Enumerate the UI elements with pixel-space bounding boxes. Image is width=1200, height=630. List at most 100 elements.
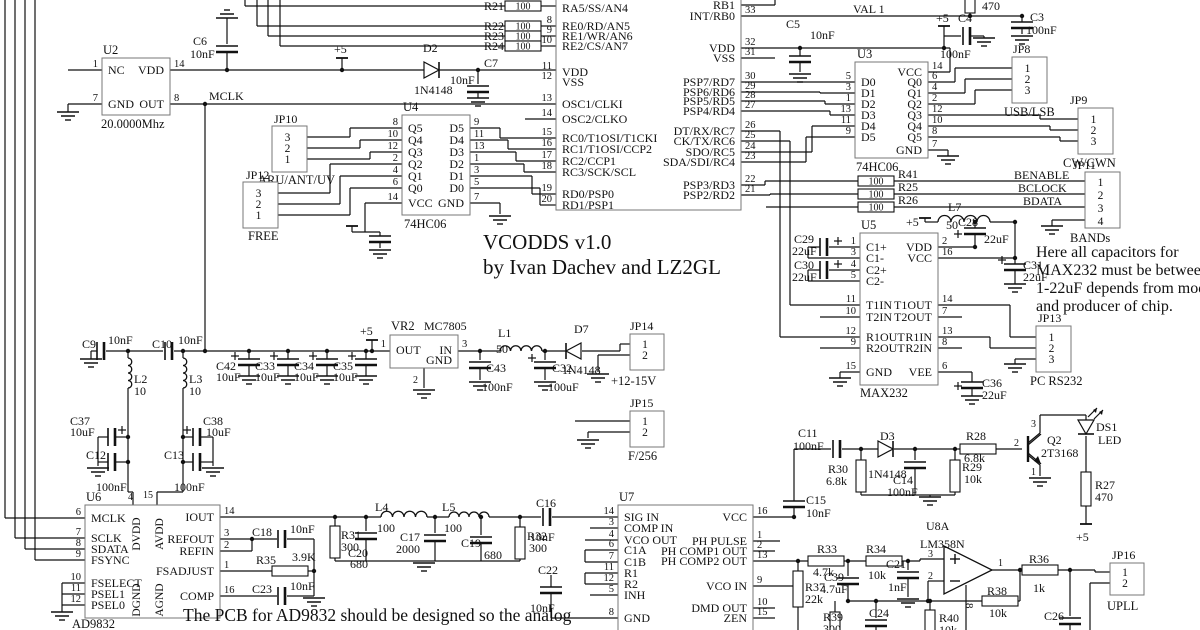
schematic-label: 9 xyxy=(757,575,762,586)
schematic-label: 100 xyxy=(516,32,531,43)
schematic-label: INT/RB0 xyxy=(690,9,735,23)
schematic-label: 6 xyxy=(932,71,937,82)
resistor-symbol xyxy=(504,40,542,52)
schematic-label: C17 xyxy=(400,530,420,544)
schematic-label: 1 xyxy=(1091,114,1097,126)
resistor-symbol xyxy=(857,201,895,213)
schematic-label: 10nF xyxy=(530,530,555,544)
schematic-label: C12 xyxy=(86,448,106,462)
schematic-label: 1nF xyxy=(888,580,907,594)
junction-dot xyxy=(125,348,131,354)
schematic-label: C32 xyxy=(552,361,572,375)
schematic-label: 2 xyxy=(642,427,648,439)
schematic-label: R1 xyxy=(624,566,638,580)
schematic-label: JP8 xyxy=(1013,42,1030,56)
junction-dot xyxy=(477,348,483,354)
schematic-label: 33 xyxy=(745,5,756,16)
schematic-label: 32 xyxy=(745,37,756,48)
schematic-label: 14 xyxy=(542,108,553,119)
schematic-label: +5 xyxy=(360,324,373,338)
schematic-label: 11 xyxy=(604,562,614,573)
schematic-label: 15 xyxy=(542,127,553,138)
schematic-label: +5 xyxy=(906,215,919,229)
schematic-label: 10k xyxy=(868,568,886,582)
schematic-label: 10 xyxy=(134,384,146,398)
resistor-symbol xyxy=(855,459,867,493)
junction-dot xyxy=(432,514,438,520)
schematic-label: 2 xyxy=(928,571,933,582)
connector-JP13 xyxy=(1035,325,1072,373)
resistor-symbol xyxy=(329,525,341,559)
schematic-label: 4 xyxy=(128,492,133,503)
schematic-label: 16 xyxy=(757,506,768,517)
schematic-label: 12 xyxy=(388,141,399,152)
schematic-label: JP13 xyxy=(1038,311,1061,325)
schematic-label: R29 xyxy=(962,460,982,474)
schematic-label: 14 xyxy=(224,506,235,517)
wire xyxy=(1027,432,1041,444)
schematic-label: L2 xyxy=(134,372,147,386)
schematic-label: 14 xyxy=(942,294,953,305)
junction-dot xyxy=(797,45,803,51)
diode-symbol xyxy=(564,342,582,360)
schematic-label: L7 xyxy=(948,200,961,214)
inductor-symbol xyxy=(182,357,188,389)
schematic-label: PSEL1 xyxy=(91,587,125,601)
junction-dot xyxy=(1012,255,1018,261)
junction-dot xyxy=(952,446,958,452)
schematic-label: C7 xyxy=(484,56,498,70)
schematic-label: 4 xyxy=(851,259,857,270)
schematic-label: L3 xyxy=(189,372,202,386)
schematic-label: DS1 xyxy=(1096,420,1117,434)
schematic-label: 2 xyxy=(393,153,398,164)
schematic-label: 10 xyxy=(932,115,943,126)
schematic-label: L1 xyxy=(498,326,511,340)
schematic-label: 15 xyxy=(757,607,768,618)
schematic-label: ZEN xyxy=(724,611,748,625)
junction-dot xyxy=(125,434,131,440)
junction-dot xyxy=(363,514,369,520)
schematic-label: 3 xyxy=(928,549,933,560)
max232-note-line4: and producer of chip. xyxy=(1036,298,1173,315)
schematic-label: C2+ xyxy=(866,263,887,277)
schematic-label: D3 xyxy=(449,145,464,159)
schematic-label: D5 xyxy=(449,121,464,135)
transistor-symbol xyxy=(1027,433,1042,446)
schematic-label: R2IN xyxy=(905,341,932,355)
schematic-label: AVDD xyxy=(154,518,166,550)
schematic-label: Q0 xyxy=(408,181,423,195)
inductor-symbol xyxy=(937,214,991,223)
resistor-symbol xyxy=(949,459,961,493)
led-symbol xyxy=(1076,419,1096,436)
schematic-label: 14 xyxy=(932,61,943,72)
schematic-label: 1 xyxy=(1049,332,1055,344)
ic-U7 xyxy=(617,504,754,630)
schematic-label: L5 xyxy=(442,500,455,514)
schematic-label: 300 xyxy=(823,622,841,630)
schematic-label: C16 xyxy=(536,496,556,510)
schematic-label: 18 xyxy=(542,161,553,172)
schematic-label: 22uF xyxy=(792,270,817,284)
junction-dot xyxy=(925,598,931,604)
schematic-label: Q4 xyxy=(907,119,922,133)
schematic-label: 13 xyxy=(757,550,768,561)
schematic-label: C20 xyxy=(348,546,368,560)
schematic-label: FSELECT xyxy=(91,576,142,590)
schematic-label: 1 xyxy=(256,210,262,222)
schematic-label: C1- xyxy=(866,251,884,265)
schematic-label: MC7805 xyxy=(424,319,467,333)
schematic-label: R36 xyxy=(1029,552,1049,566)
schematic-label: VCC xyxy=(722,510,747,524)
schematic-label: DGND xyxy=(131,583,143,616)
resistor-symbol xyxy=(807,555,845,567)
junction-dot xyxy=(246,348,252,354)
schematic-label: BANDs xyxy=(1070,231,1110,245)
schematic-label: L4 xyxy=(375,500,388,514)
schematic-label: BENABLE xyxy=(1014,168,1069,182)
schematic-label: VR2 xyxy=(391,319,415,333)
schematic-label: +5 xyxy=(936,11,949,25)
max232-note-line1: Here all capacitors for xyxy=(1036,244,1179,261)
wire xyxy=(1027,454,1041,466)
junction-dot xyxy=(972,244,978,250)
schematic-label: 28 xyxy=(745,90,756,101)
